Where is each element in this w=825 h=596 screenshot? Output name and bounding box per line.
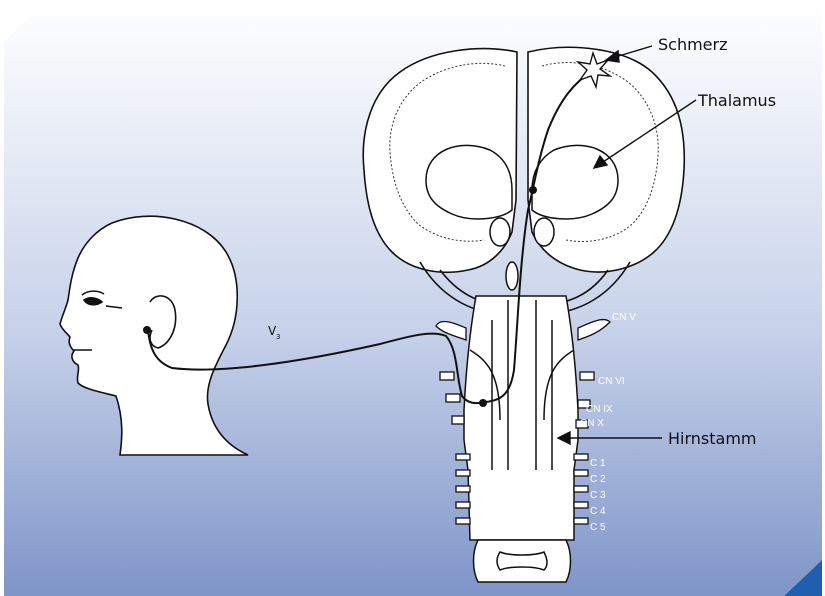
label-brainstem: Hirnstamm	[668, 429, 757, 448]
cn-label: CN V	[612, 312, 636, 323]
cervical-label: C 4	[590, 506, 606, 517]
nerve-origin-dot	[143, 326, 151, 334]
cn-label: CN X	[580, 418, 604, 429]
spinal-cord-section	[474, 540, 571, 582]
brainstem	[464, 296, 578, 540]
thalamus-synapse-dot	[529, 186, 537, 194]
label-nerve-sub: 3	[276, 333, 280, 341]
cervical-label: C 3	[590, 490, 606, 501]
cervical-label: C 1	[590, 458, 606, 469]
cn-label: CN VI	[598, 376, 625, 387]
brainstem-synapse-dot	[479, 399, 487, 407]
label-pain: Schmerz	[658, 35, 728, 54]
cervical-label: C 5	[590, 522, 606, 533]
label-thalamus: Thalamus	[697, 91, 776, 110]
cn-label: CN IX	[586, 404, 613, 415]
cervical-label: C 2	[590, 474, 606, 485]
